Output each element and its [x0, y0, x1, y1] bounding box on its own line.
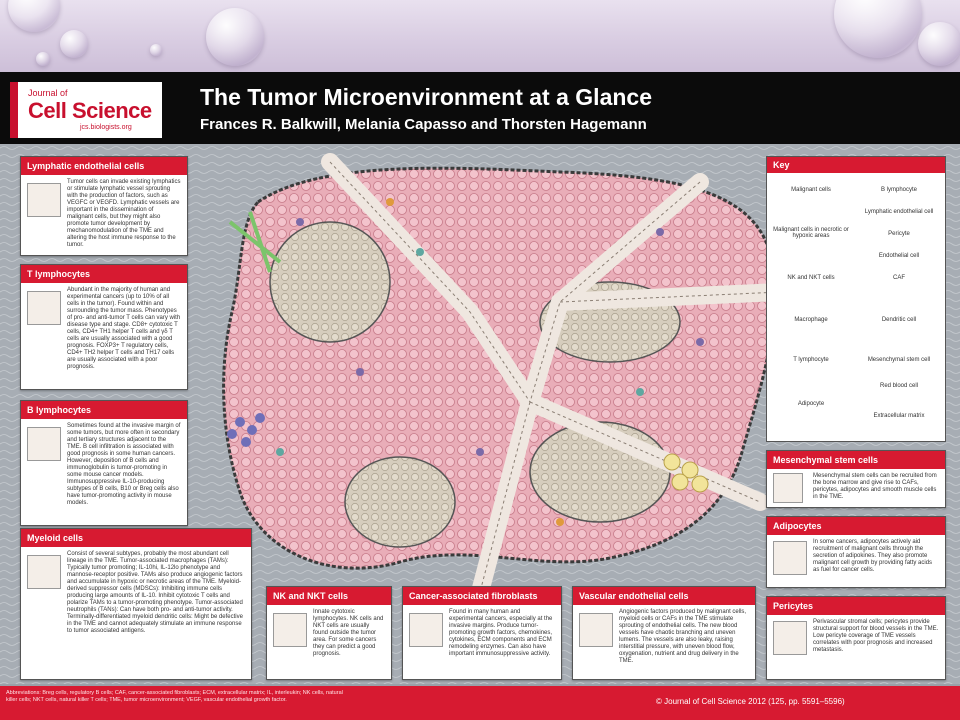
fibroblast-icon: [409, 613, 443, 647]
box-title: Vascular endothelial cells: [573, 587, 755, 605]
key-item: T lymphocyte: [793, 357, 829, 363]
lymphatic-cell-icon: [27, 183, 61, 217]
key-item: CAF: [893, 275, 905, 281]
box-text: Consist of several subtypes, probably th…: [67, 551, 243, 634]
box-title: Adipocytes: [767, 517, 945, 535]
bubble-decoration: [150, 44, 162, 56]
key-item: Malignant cells: [791, 187, 831, 193]
b-cell-cluster: [227, 413, 265, 447]
bubble-decoration: [8, 0, 60, 32]
stroma-region: [344, 456, 456, 548]
adipocyte-cluster: [663, 453, 709, 493]
bubble-decoration: [206, 8, 264, 66]
box-title: NK and NKT cells: [267, 587, 391, 605]
box-title: Lymphatic endothelial cells: [21, 157, 187, 175]
key-item: NK and NKT cells: [787, 275, 835, 281]
copyright: © Journal of Cell Science 2012 (125, pp.…: [656, 697, 845, 706]
box-title: Pericytes: [767, 597, 945, 615]
authors: Frances R. Balkwill, Melania Capasso and…: [200, 116, 647, 133]
pericyte-icon: [773, 621, 807, 655]
key-item: Extracellular matrix: [873, 413, 925, 419]
box-text: Found in many human and experimental can…: [449, 609, 553, 657]
journal-logo: Journal of Cell Science jcs.biologists.o…: [10, 82, 162, 138]
key-legend: Key Malignant cells B lymphocyte Lymphat…: [766, 156, 946, 442]
box-title: T lymphocytes: [21, 265, 187, 283]
box-text: Angiogenic factors produced by malignant…: [619, 609, 747, 664]
box-text: Innate cytotoxic lymphocytes. NK cells a…: [313, 609, 384, 657]
box-text: Abundant in the majority of human and ex…: [67, 287, 181, 370]
endothelial-cell-icon: [579, 613, 613, 647]
key-item: Adipocyte: [797, 401, 825, 407]
b-cell-icon: [27, 427, 61, 461]
page-title: The Tumor Microenvironment at a Glance: [200, 84, 652, 110]
immune-cells: [276, 198, 704, 526]
lymphatic-vessel: [228, 211, 282, 273]
box-nk-cells: NK and NKT cells Innate cytotoxic lympho…: [266, 586, 392, 680]
box-title: Mesenchymal stem cells: [767, 451, 945, 469]
box-myeloid: Myeloid cells Consist of several subtype…: [20, 528, 252, 680]
logo-url: jcs.biologists.org: [80, 124, 132, 131]
slide-header-band: [0, 0, 960, 72]
poster-footer: Abbreviations: Breg cells, regulatory B …: [0, 686, 960, 720]
box-caf: Cancer-associated fibroblasts Found in m…: [402, 586, 562, 680]
stem-cell-icon: [773, 473, 803, 503]
box-title: Myeloid cells: [21, 529, 251, 547]
box-vascular: Vascular endothelial cells Angiogenic fa…: [572, 586, 756, 680]
abbreviations: Abbreviations: Breg cells, regulatory B …: [6, 690, 343, 703]
logo-journal-name: Cell Science: [28, 98, 152, 123]
box-title: Cancer-associated fibroblasts: [403, 587, 561, 605]
key-item: B lymphocyte: [880, 187, 917, 193]
key-item: Malignant cells in necrotic or hypoxic a…: [773, 227, 849, 239]
box-b-lymphocytes: B lymphocytes Sometimes found at the inv…: [20, 400, 188, 526]
logo-journal-of: Journal of: [28, 88, 68, 98]
key-item: Lymphatic endothelial cell: [864, 209, 934, 215]
t-cell-icon: [27, 291, 61, 325]
key-item: Mesenchymal stem cell: [867, 357, 931, 363]
key-title: Key: [767, 157, 945, 173]
bubble-decoration: [918, 22, 960, 66]
poster: Journal of Cell Science jcs.biologists.o…: [0, 72, 960, 720]
key-item: Endothelial cell: [878, 253, 920, 259]
key-item: Macrophage: [794, 317, 828, 323]
key-item: Dendritic cell: [881, 317, 917, 323]
macrophage-icon: [27, 555, 61, 589]
bubble-decoration: [36, 52, 50, 66]
stroma-region: [269, 221, 391, 343]
logo-accent-bar: [10, 82, 18, 138]
box-msc: Mesenchymal stem cells Mesenchymal stem …: [766, 450, 946, 508]
box-t-lymphocytes: T lymphocytes Abundant in the majority o…: [20, 264, 188, 390]
box-text: Sometimes found at the invasive margin o…: [67, 423, 181, 506]
bubble-decoration: [60, 30, 88, 58]
box-pericytes: Pericytes Perivascular stromal cells; pe…: [766, 596, 946, 680]
box-text: Tumor cells can invade existing lymphati…: [67, 179, 181, 248]
box-lymphatic: Lymphatic endothelial cells Tumor cells …: [20, 156, 188, 256]
box-text: In some cancers, adipocytes actively aid…: [813, 539, 933, 573]
box-title: B lymphocytes: [21, 401, 187, 419]
adipocyte-icon: [773, 541, 807, 575]
key-item: Pericyte: [888, 231, 910, 237]
poster-header: Journal of Cell Science jcs.biologists.o…: [0, 72, 960, 144]
bubble-decoration: [834, 0, 922, 58]
box-adipocytes: Adipocytes In some cancers, adipocytes a…: [766, 516, 946, 588]
nk-cell-icon: [273, 613, 307, 647]
key-item: Red blood cell: [879, 383, 919, 389]
box-text: Mesenchymal stem cells can be recruited …: [813, 473, 937, 500]
box-text: Perivascular stromal cells; pericytes pr…: [813, 619, 939, 653]
